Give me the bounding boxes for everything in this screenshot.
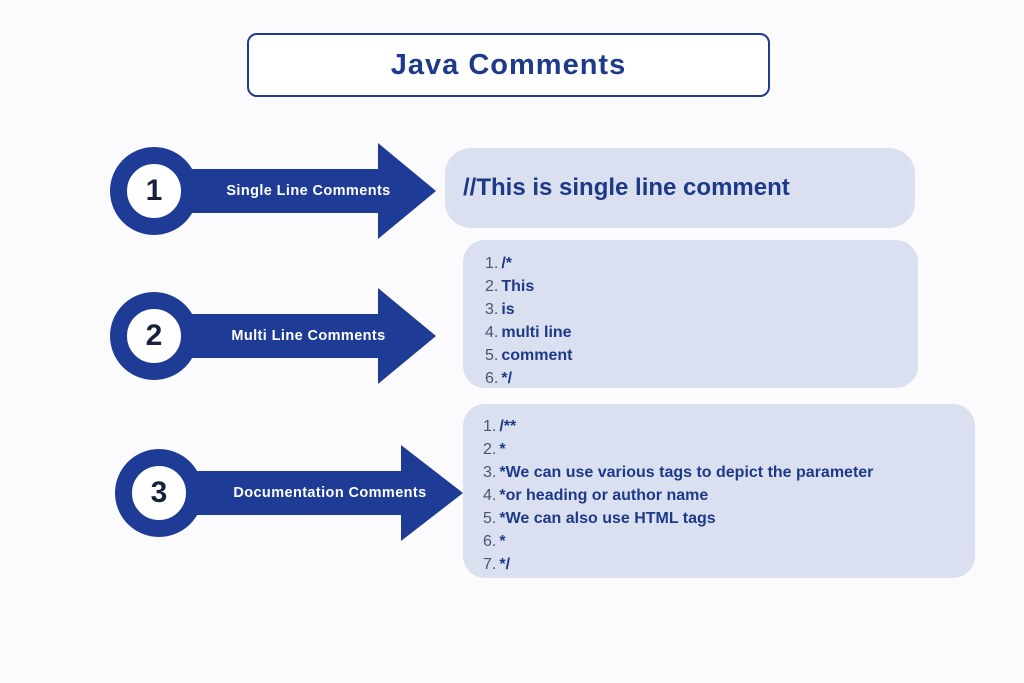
- code-line: 2. *: [483, 438, 975, 461]
- multi-line-comment-box: 1. /* 2. This 3. is 4. multi line 5. com…: [463, 240, 918, 388]
- arrow-body: [182, 314, 380, 358]
- line-number: 5.: [483, 510, 497, 527]
- code-line: 4. *or heading or author name: [483, 484, 975, 507]
- code-line: 5. *We can also use HTML tags: [483, 507, 975, 530]
- step-number: 2: [145, 319, 163, 352]
- line-number: 2.: [483, 441, 497, 458]
- code-text: *We can also use HTML tags: [499, 510, 716, 527]
- code-line: 5. comment: [485, 344, 918, 367]
- arrow-body: [182, 169, 380, 213]
- single-line-comment-box: //This is single line comment: [445, 148, 915, 228]
- arrow-label: Multi Line Comments: [231, 328, 386, 344]
- line-number: 1.: [485, 255, 499, 272]
- line-number: 6.: [483, 533, 497, 550]
- code-text: */: [499, 556, 511, 573]
- arrow-right-icon: [401, 445, 463, 541]
- line-number: 7.: [483, 556, 497, 573]
- arrow-multi-line-comments: 2 Multi Line Comments: [110, 288, 436, 384]
- line-number: 6.: [485, 370, 499, 387]
- code-text: is: [501, 301, 515, 318]
- line-number: 5.: [485, 347, 499, 364]
- arrow-right-icon: [378, 143, 436, 239]
- code-line: 7. */: [483, 553, 975, 576]
- step-circle: 3: [115, 449, 203, 537]
- code-line: 1. /*: [485, 252, 918, 275]
- code-line: 3. is: [485, 298, 918, 321]
- code-text: *or heading or author name: [499, 487, 709, 504]
- code-text: */: [501, 370, 513, 387]
- page-title: Java Comments: [390, 48, 627, 81]
- code-text: comment: [501, 347, 573, 364]
- title-box: Java Comments: [247, 33, 770, 97]
- line-number: 3.: [485, 301, 499, 318]
- line-number: 4.: [483, 487, 497, 504]
- code-text: This: [501, 278, 535, 295]
- line-number: 2.: [485, 278, 499, 295]
- step-circle: 1: [110, 147, 198, 235]
- code-text: *: [499, 533, 506, 550]
- step-circle: 2: [110, 292, 198, 380]
- code-text: *We can use various tags to depict the p…: [499, 464, 874, 481]
- line-number: 1.: [483, 418, 497, 435]
- step-number: 3: [150, 476, 168, 509]
- code-text: /*: [501, 255, 513, 272]
- code-text: multi line: [501, 324, 572, 341]
- code-line: 6. *: [483, 530, 975, 553]
- arrow-body: [187, 471, 403, 515]
- arrow-label: Single Line Comments: [226, 183, 391, 199]
- code-line: 1. /**: [483, 415, 975, 438]
- code-line: 2. This: [485, 275, 918, 298]
- code-text: *: [499, 441, 506, 458]
- arrow-label: Documentation Comments: [233, 485, 427, 501]
- line-number: 4.: [485, 324, 499, 341]
- code-text: /**: [499, 418, 517, 435]
- line-number: 3.: [483, 464, 497, 481]
- step-number: 1: [145, 174, 163, 207]
- single-line-comment-text: //This is single line comment: [463, 174, 790, 201]
- arrow-right-icon: [378, 288, 436, 384]
- arrow-single-line-comments: 1 Single Line Comments: [110, 143, 436, 239]
- code-line: 4. multi line: [485, 321, 918, 344]
- code-line: 3. *We can use various tags to depict th…: [483, 461, 975, 484]
- arrow-documentation-comments: 3 Documentation Comments: [115, 445, 465, 541]
- documentation-comment-box: 1. /** 2. * 3. *We can use various tags …: [463, 404, 975, 578]
- code-line: 6. */: [485, 367, 918, 390]
